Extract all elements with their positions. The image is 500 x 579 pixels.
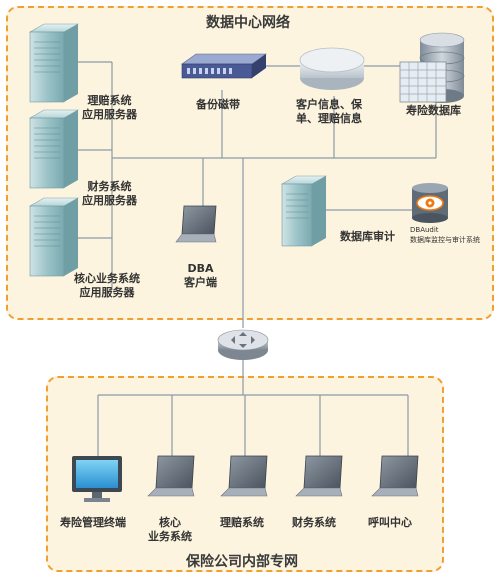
tape-library-icon bbox=[181, 53, 267, 79]
core-server-label: 核心业务系统 应用服务器 bbox=[74, 272, 140, 300]
client-label-core-line2: 业务系统 bbox=[148, 530, 192, 543]
dba-client-label: DBA 客户端 bbox=[184, 262, 217, 290]
internal-network-title: 保险公司内部专网 bbox=[186, 554, 298, 570]
laptop-icon bbox=[295, 455, 343, 497]
finance-server-label: 财务系统 应用服务器 bbox=[82, 180, 137, 208]
laptop-icon bbox=[147, 455, 195, 497]
client-label-callcenter: 呼叫中心 bbox=[368, 516, 412, 530]
client-label-finance: 财务系统 bbox=[292, 516, 336, 530]
dba-client-label-line1: DBA bbox=[187, 262, 214, 275]
finance-server-label-line2: 应用服务器 bbox=[82, 194, 137, 207]
client-label-life-terminal: 寿险管理终端 bbox=[60, 516, 126, 530]
client-label-life-terminal-line1: 寿险管理终端 bbox=[60, 516, 126, 529]
customer-info-label-line2: 单、理赔信息 bbox=[296, 112, 362, 125]
internal-links bbox=[97, 360, 409, 460]
db-audit-label: 数据库审计 bbox=[340, 230, 395, 243]
client-label-claims: 理赔系统 bbox=[220, 516, 264, 530]
customer-info-label-line1: 客户信息、保 bbox=[296, 98, 362, 111]
datacenter-title: 数据中心网络 bbox=[206, 15, 290, 31]
claims-server-label-line1: 理赔系统 bbox=[87, 94, 132, 107]
core-server-label-line1: 核心业务系统 bbox=[74, 272, 140, 285]
dba-client-label-line2: 客户端 bbox=[184, 276, 217, 289]
client-label-claims-line1: 理赔系统 bbox=[220, 516, 264, 529]
finance-server-label-line1: 财务系统 bbox=[87, 180, 132, 193]
laptop-icon bbox=[371, 455, 419, 497]
server-icon bbox=[28, 23, 80, 103]
customer-info-label: 客户信息、保 单、理赔信息 bbox=[296, 98, 362, 126]
server-icon bbox=[28, 109, 80, 189]
server-icon bbox=[280, 175, 328, 247]
laptop-icon bbox=[220, 455, 268, 497]
dbaudit-desc: 数据库监控与审计系统 bbox=[410, 236, 480, 244]
client-label-callcenter-line1: 呼叫中心 bbox=[368, 516, 412, 529]
client-label-finance-line1: 财务系统 bbox=[292, 516, 336, 529]
server-icon bbox=[28, 197, 80, 277]
database-grid-icon bbox=[399, 61, 447, 103]
core-server-label-line2: 应用服务器 bbox=[79, 286, 135, 299]
dbaudit-brand: DBAudit bbox=[410, 226, 439, 234]
backup-tape-label: 备份磁带 bbox=[196, 98, 240, 111]
life-db-label: 寿险数据库 bbox=[406, 104, 461, 117]
claims-server-label: 理赔系统 应用服务器 bbox=[82, 94, 137, 122]
claims-server-label-line2: 应用服务器 bbox=[82, 108, 137, 121]
datacenter-links bbox=[68, 61, 437, 328]
eye-icon bbox=[412, 183, 448, 223]
client-label-core: 核心 业务系统 bbox=[148, 516, 192, 544]
router-icon bbox=[217, 329, 269, 360]
client-label-core-line1: 核心 bbox=[159, 516, 181, 529]
laptop-icon bbox=[175, 205, 217, 243]
monitor-icon bbox=[72, 456, 122, 502]
storage-disk-icon bbox=[299, 47, 365, 90]
